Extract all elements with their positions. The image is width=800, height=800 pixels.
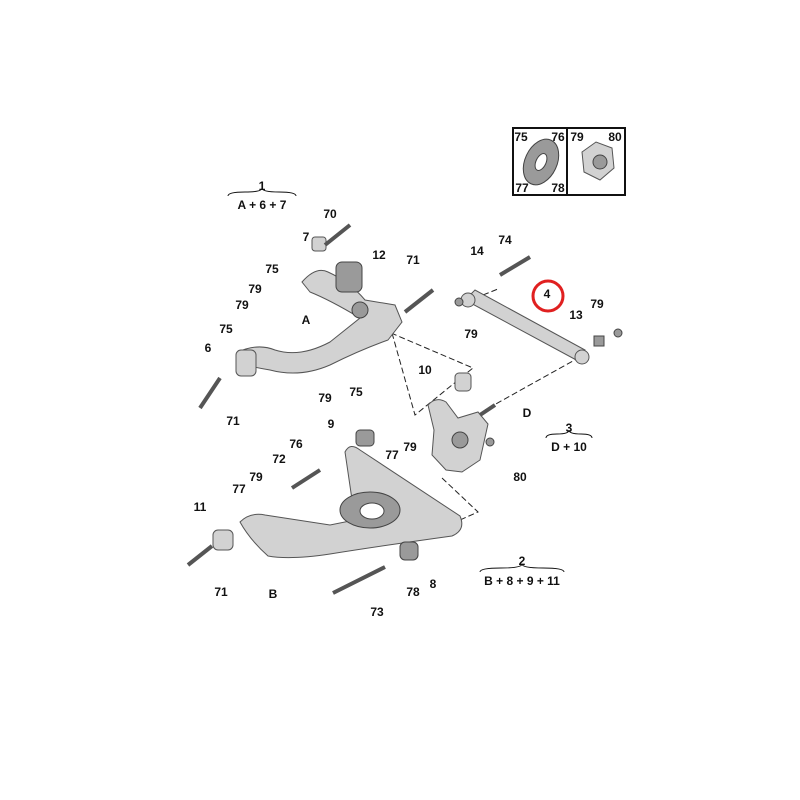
callout-71: 71: [406, 253, 420, 267]
callout-75: 75: [265, 262, 279, 276]
callouts: 70 7 12 71 75 79 79 75 6 A 79 75 71 14 7…: [194, 207, 604, 619]
bushing-11: [212, 529, 234, 551]
callout-79: 79: [249, 470, 263, 484]
bushing-8: [399, 541, 419, 561]
callout-79: 79: [248, 282, 262, 296]
nut-icon: [581, 141, 615, 181]
inset-label-76: 76: [551, 130, 565, 144]
group-2: 2 B + 8 + 9 + 11: [479, 554, 565, 588]
inset-label-80: 80: [608, 130, 622, 144]
callout-9: 9: [328, 417, 335, 431]
bushing-7: [311, 236, 327, 252]
callout-d: D: [523, 406, 532, 420]
callout-79: 79: [590, 297, 604, 311]
callout-b: B: [269, 587, 278, 601]
callout-77: 77: [385, 448, 399, 462]
callout-71: 71: [214, 585, 228, 599]
callout-74: 74: [498, 233, 512, 247]
inset-label-79: 79: [570, 130, 584, 144]
hardware-inset: 75 76 77 78 79 80: [512, 127, 626, 196]
callout-12: 12: [372, 248, 386, 262]
lateral-link-4: [454, 255, 623, 365]
callout-75: 75: [349, 385, 363, 399]
bushing-6: [235, 349, 257, 377]
callout-79: 79: [464, 327, 478, 341]
callout-13: 13: [569, 308, 583, 322]
callout-a: A: [302, 313, 311, 327]
group-number: 2: [519, 554, 526, 568]
group-1: 1 A + 6 + 7: [227, 179, 297, 212]
group-3: 3 D + 10: [545, 421, 593, 454]
group-contents: D + 10: [551, 440, 587, 454]
callout-75: 75: [219, 322, 233, 336]
inset-label-75: 75: [514, 130, 528, 144]
callout-76: 76: [289, 437, 303, 451]
callout-77: 77: [232, 482, 246, 496]
callout-8: 8: [430, 577, 437, 591]
callout-6: 6: [205, 341, 212, 355]
washer-icon: [522, 138, 560, 186]
upper-arm-a: [198, 223, 435, 410]
lower-arm-b: [186, 429, 463, 595]
highlight-circle: [531, 279, 565, 313]
callout-79: 79: [318, 391, 332, 405]
callout-4: 4: [544, 287, 551, 301]
callout-71: 71: [226, 414, 240, 428]
group-number: 1: [259, 179, 266, 193]
callout-79: 79: [235, 298, 249, 312]
group-number: 3: [566, 421, 573, 435]
callout-73: 73: [370, 605, 384, 619]
bump-stop-12: [335, 261, 363, 293]
callout-78: 78: [406, 585, 420, 599]
group-contents: A + 6 + 7: [238, 198, 287, 212]
callout-70: 70: [323, 207, 337, 221]
inset-label-77: 77: [515, 181, 529, 195]
callout-80: 80: [513, 470, 527, 484]
callout-72: 72: [272, 452, 286, 466]
callout-11: 11: [194, 500, 207, 514]
bushing-9: [355, 429, 375, 447]
hub-knuckle-d: [427, 372, 497, 473]
callout-79: 79: [403, 440, 417, 454]
callout-10: 10: [418, 363, 432, 377]
group-contents: B + 8 + 9 + 11: [484, 574, 560, 588]
callout-7: 7: [303, 230, 310, 244]
bushing-10: [454, 372, 472, 392]
callout-14: 14: [470, 244, 484, 258]
inset-label-78: 78: [551, 181, 565, 195]
